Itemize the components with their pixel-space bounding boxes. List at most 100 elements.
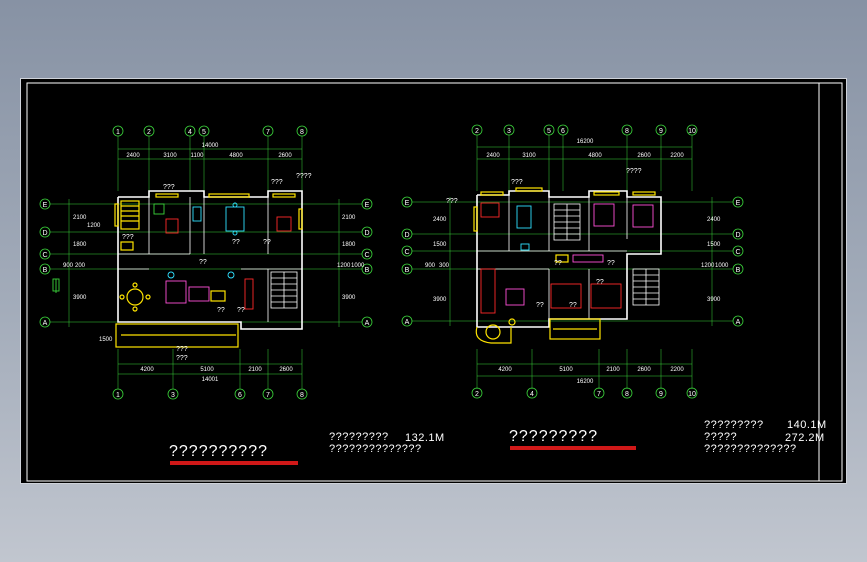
grid-bubble [132, 282, 138, 288]
drawing-rect [225, 206, 245, 232]
drawing-label: D [735, 232, 740, 239]
drawing-rect [550, 283, 582, 309]
stair-right-top [553, 203, 581, 241]
drawing-rect [298, 208, 303, 230]
drawing-label: 2100 [73, 215, 87, 221]
drawing-label: E [43, 202, 48, 209]
drawing-label: 3900 [707, 297, 721, 303]
drawing-label: 3900 [342, 295, 356, 301]
drawing-label: 2600 [637, 153, 651, 159]
drawing-g [476, 135, 693, 191]
drawing-rect [480, 202, 500, 218]
drawing-label: 1500 [433, 242, 447, 248]
drawing-g [412, 197, 733, 326]
drawing-rect [244, 278, 254, 310]
axis-side-right-l: E D C B A [401, 196, 413, 327]
title-underline-left [170, 461, 298, 465]
drawing-label: ??? [176, 346, 188, 353]
drawing-label: 2200 [670, 367, 684, 373]
drawing-label: ??? [176, 355, 188, 362]
drawing-label: ?? [554, 260, 562, 267]
drawing-rect [155, 193, 179, 198]
grid-bubble [145, 294, 151, 300]
drawing-rect [473, 206, 478, 232]
grid-bubble [655, 387, 667, 399]
drawing-rect [590, 283, 622, 309]
drawing-label: ??? [511, 179, 523, 186]
drawing-label: 2 [475, 391, 479, 398]
stair-left-top [120, 200, 140, 230]
drawing-g [476, 349, 693, 389]
drawing-label: 900 [63, 263, 74, 269]
drawing-label: B [43, 267, 48, 274]
drawing-label: 7 [266, 392, 270, 399]
drawing-label: ??? [163, 184, 175, 191]
drawing-label: 6 [238, 392, 242, 399]
drawing-label: 9 [659, 391, 663, 398]
drawing-label: 1000 [351, 263, 365, 269]
drawing-label: 2600 [278, 153, 292, 159]
grid-bubble [621, 387, 633, 399]
drawing-polyline [117, 190, 303, 330]
area-note-left: ?????????????? [329, 443, 422, 455]
drawing-rect [555, 254, 569, 263]
drawing-label: 4 [530, 391, 534, 398]
drawing-label: A [736, 319, 741, 326]
drawing-rect [593, 203, 615, 227]
drawing-rect [632, 191, 656, 196]
area-note-right: ?????????????? [704, 443, 797, 455]
drawing-label: 3900 [433, 297, 447, 303]
drawing-rect [276, 216, 292, 232]
drawing-label: ?? [263, 239, 271, 246]
drawing-label: 9 [659, 128, 663, 135]
drawing-rect [515, 187, 543, 192]
drawing-label: 1800 [342, 242, 356, 248]
drawing-label: 8 [625, 128, 629, 135]
drawing-rect [480, 191, 504, 196]
grid-bubble [296, 388, 308, 400]
drawing-rect [120, 200, 140, 230]
area-label-left: ????????? [329, 431, 389, 443]
plan-left-title: ?????????? [169, 443, 268, 460]
drawing-label: D [42, 230, 47, 237]
drawing-label: ?? [217, 307, 225, 314]
axis-bottom-left: 1 3 6 7 8 [112, 388, 308, 400]
drawing-label: 300 [439, 263, 450, 269]
drawing-label: ?? [536, 302, 544, 309]
drawing-label: 2600 [279, 367, 293, 373]
drawing-label: A [405, 319, 410, 326]
drawing-label: B [736, 267, 741, 274]
drawing-label: ???? [296, 173, 312, 180]
balcony-left [115, 323, 239, 348]
drawing-label: 10 [688, 128, 696, 135]
floor-plan-left: 1 2 4 5 7 8 14000 2400 3100 1100 4800 26… [39, 125, 373, 400]
bay-window-right [475, 326, 512, 344]
drawing-label: B [365, 267, 370, 274]
drawing-rect [520, 243, 530, 251]
drawing-label: 7 [266, 129, 270, 136]
drawing-label: 4800 [229, 153, 243, 159]
drawing-label: E [365, 202, 370, 209]
drawing-rect [52, 278, 60, 292]
drawing-label: 8 [300, 129, 304, 136]
drawing-rect [480, 268, 496, 314]
drawing-label: ??? [446, 198, 458, 205]
grid-bubble [119, 294, 125, 300]
grid-bubble [227, 271, 235, 279]
title-underline-right [510, 446, 636, 450]
drawing-label: 7 [597, 391, 601, 398]
drawing-rect [572, 254, 604, 263]
stair-right-bottom [632, 268, 660, 306]
drawing-label: 10 [688, 391, 696, 398]
cad-viewport[interactable]: 1 2 4 5 7 8 14000 2400 3100 1100 4800 26… [20, 78, 847, 484]
drawing-label: E [405, 200, 410, 207]
drawing-rect [188, 286, 210, 302]
area-label-right-2: ????? [704, 431, 737, 443]
drawing-canvas[interactable]: 1 2 4 5 7 8 14000 2400 3100 1100 4800 26… [21, 79, 848, 485]
drawing-label: 3100 [163, 153, 177, 159]
drawing-label: 14001 [202, 377, 219, 383]
dim-total-top: 14000 [202, 143, 219, 149]
drawing-rect [208, 193, 250, 198]
stair-left-bottom [270, 271, 298, 309]
grid-bubble [485, 324, 501, 340]
